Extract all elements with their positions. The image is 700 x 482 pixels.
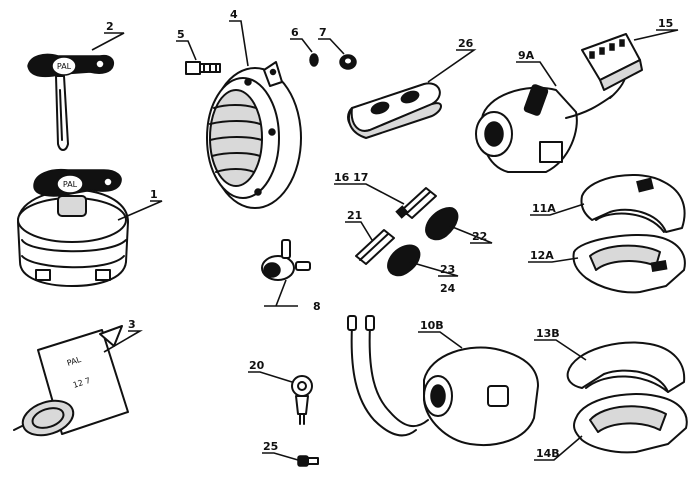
part-labels: 2 1 3 4 5 6 7 26 9A 15 16 17 21 22 23 24… — [106, 8, 673, 460]
part-insulator-23 — [387, 244, 421, 277]
part-ring-terminal — [291, 375, 313, 425]
part-insulator-22 — [425, 207, 459, 241]
capacitor-brand: PAL — [66, 355, 83, 368]
part-nut — [339, 54, 357, 70]
part-ignition-switch: PAL — [17, 168, 129, 287]
label-7: 7 — [319, 26, 327, 39]
part-washer — [309, 53, 319, 67]
part-housing-lower-14b — [573, 393, 688, 454]
part-handlebar-switch-10b — [347, 315, 539, 446]
part-bolt — [185, 61, 221, 75]
label-2: 2 — [106, 20, 114, 33]
label-23: 23 — [440, 263, 455, 276]
label-24: 24 — [440, 282, 456, 295]
part-handlebar-switch-9a — [475, 55, 628, 173]
label-21: 21 — [347, 209, 362, 222]
label-11a: 11A — [532, 202, 556, 215]
part-housing-upper-13b — [566, 341, 686, 393]
part-housing-upper-11a — [580, 174, 686, 233]
part-capacitor: PAL 12 7 — [13, 325, 129, 437]
label-26: 26 — [458, 37, 474, 50]
label-4: 4 — [230, 8, 238, 21]
part-housing-lower-12a — [572, 233, 686, 294]
part-lamp-holder — [261, 239, 311, 281]
leader-lines — [91, 20, 679, 461]
part-connector-block — [581, 33, 643, 91]
label-14b: 14B — [536, 447, 560, 460]
label-16-17: 16 17 — [334, 171, 368, 184]
part-blade-terminal — [395, 187, 437, 219]
part-small-screw — [297, 455, 319, 467]
part-female-terminal — [355, 229, 395, 265]
label-22: 22 — [472, 230, 487, 243]
label-1: 1 — [150, 188, 158, 201]
label-12a: 12A — [530, 249, 554, 262]
label-9a: 9A — [518, 49, 535, 62]
label-10b: 10B — [420, 319, 444, 332]
label-3: 3 — [128, 318, 136, 331]
part-horn — [206, 61, 302, 209]
part-ignition-key: PAL — [27, 53, 114, 151]
part-grommet — [347, 82, 442, 139]
label-6: 6 — [291, 26, 299, 39]
label-5: 5 — [177, 28, 185, 41]
label-8: 8 — [313, 300, 321, 313]
switch-key-marking: PAL — [63, 180, 78, 189]
label-13b: 13B — [536, 327, 560, 340]
label-20: 20 — [249, 359, 265, 372]
key-marking: PAL — [57, 62, 72, 71]
label-15: 15 — [658, 17, 673, 30]
label-25: 25 — [263, 440, 278, 453]
